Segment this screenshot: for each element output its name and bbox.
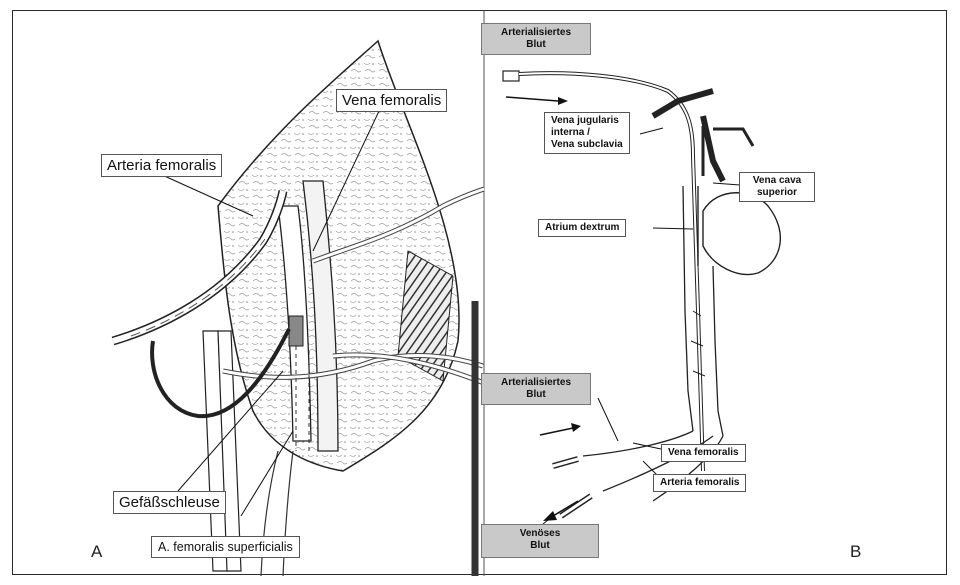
label-a-femoralis-superficialis: A. femoralis superficialis bbox=[151, 536, 300, 558]
label-vena-cava-superior: Vena cava superior bbox=[739, 172, 815, 202]
figure-frame: Vena femoralis Arteria femoralis Gefäßsc… bbox=[12, 10, 947, 575]
label-venoeses-blut: Venöses Blut bbox=[481, 524, 599, 558]
sheath-hub bbox=[289, 316, 303, 346]
label-venoeses-blut-line1: Venöses bbox=[482, 528, 598, 540]
label-arterialisiertes-blut-top: Arterialisiertes Blut bbox=[481, 23, 591, 55]
label-vena-jugularis-line1: Vena jugularis bbox=[551, 115, 623, 127]
panel-letter-a: A bbox=[91, 542, 102, 562]
label-arteria-femoralis-a: Arteria femoralis bbox=[101, 154, 222, 177]
heart bbox=[703, 193, 780, 275]
flow-arrow-top bbox=[506, 97, 558, 101]
label-vena-femoralis-b: Vena femoralis bbox=[661, 444, 746, 462]
label-arterialisiertes-blut-top-line1: Arterialisiertes bbox=[482, 27, 590, 39]
label-gefaessschleuse: Gefäßschleuse bbox=[113, 491, 226, 514]
label-vena-jugularis: Vena jugularis interna / Vena subclavia bbox=[544, 112, 630, 154]
label-vena-jugularis-line2: interna / bbox=[551, 127, 623, 139]
label-venoeses-blut-line2: Blut bbox=[482, 540, 598, 552]
label-vena-jugularis-line3: Vena subclavia bbox=[551, 139, 623, 151]
flow-arrow-mid bbox=[540, 428, 573, 435]
label-vena-cava-line1: Vena cava bbox=[746, 175, 808, 187]
label-atrium-dextrum: Atrium dextrum bbox=[538, 219, 626, 237]
label-vena-cava-line2: superior bbox=[746, 187, 808, 199]
label-arterialisiertes-blut-mid: Arterialisiertes Blut bbox=[481, 373, 591, 405]
leader-a-femoralis-superficialis bbox=[241, 431, 293, 516]
label-arteria-femoralis-b: Arteria femoralis bbox=[653, 474, 746, 492]
panel-letter-b: B bbox=[850, 542, 861, 562]
label-arterialisiertes-blut-mid-line2: Blut bbox=[482, 389, 590, 401]
label-vena-femoralis-a: Vena femoralis bbox=[336, 89, 447, 112]
label-arterialisiertes-blut-mid-line1: Arterialisiertes bbox=[482, 377, 590, 389]
cannula-head-top bbox=[503, 71, 519, 81]
label-arterialisiertes-blut-top-line2: Blut bbox=[482, 39, 590, 51]
